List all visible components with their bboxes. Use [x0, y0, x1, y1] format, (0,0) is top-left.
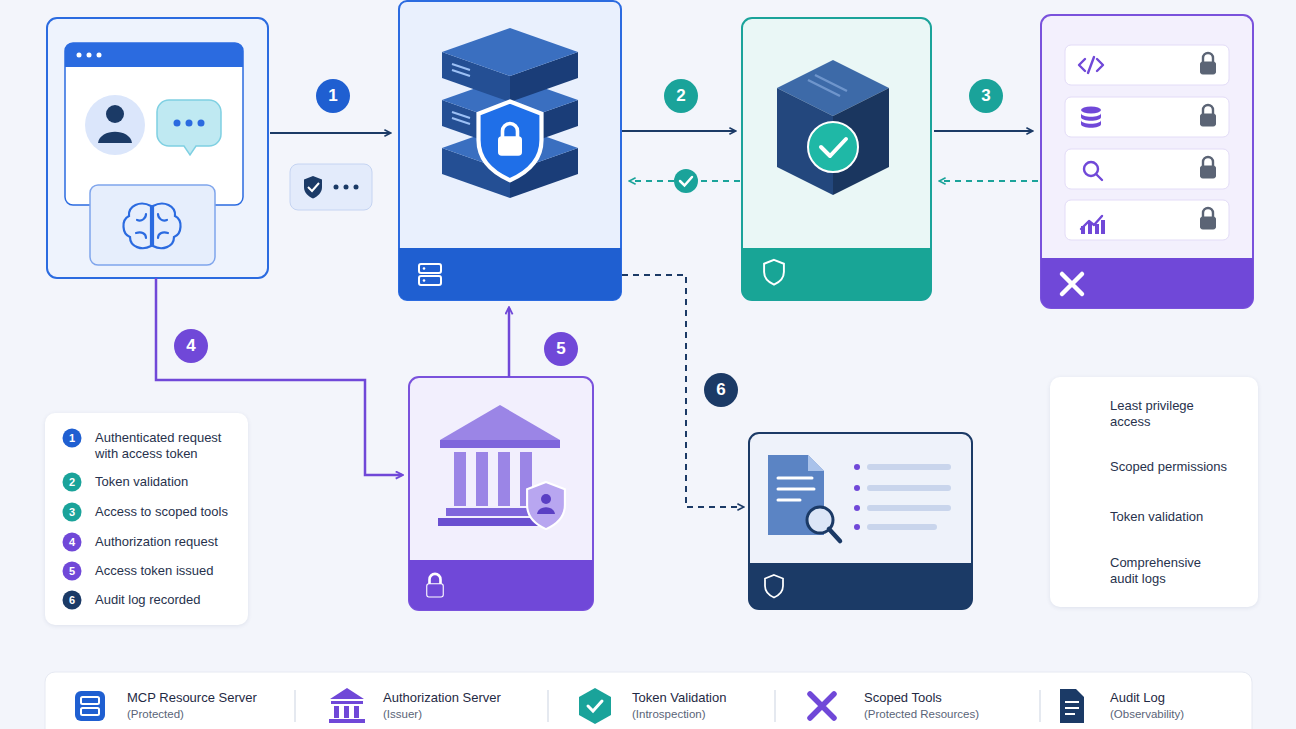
step-text: Authorization request [95, 534, 240, 550]
step-text: Authenticated request with access token [95, 430, 239, 462]
legend-text: Scoped Tools (Protected Resources) [864, 690, 979, 720]
callout-number: 2 [63, 473, 82, 492]
flow-arrows [156, 131, 1038, 507]
legend-text: Audit Log (Observability) [1110, 690, 1184, 720]
legend-bar [45, 672, 1252, 729]
client-app [47, 18, 268, 278]
audit-log [749, 433, 972, 609]
feature-panel: Least privilege accessScoped permissions… [1050, 377, 1258, 607]
token-badge [290, 164, 372, 210]
feature-text: Comprehensive audit logs [1110, 555, 1225, 587]
legend-text: Token Validation (Introspection) [632, 690, 726, 720]
callout-number: 6 [704, 373, 738, 407]
step-text: Token validation [95, 474, 240, 490]
mcp-resource-server [399, 1, 621, 300]
legend-text: MCP Resource Server (Protected) [127, 690, 257, 720]
legend-entry: Token Validation (Introspection) [632, 690, 752, 722]
scoped-tools [1041, 15, 1253, 308]
step-text: Audit log recorded [95, 592, 240, 608]
callout-number: 4 [63, 533, 82, 552]
legend-text: Authorization Server (Issuer) [383, 690, 501, 720]
feature-text: Token validation [1110, 509, 1250, 525]
legend-entry: Audit Log (Observability) [1110, 690, 1220, 722]
step-text: Access token issued [95, 563, 240, 579]
callout-number: 1 [316, 79, 350, 113]
callout-number: 5 [63, 562, 82, 581]
authorization-server [409, 377, 593, 610]
callout-number: 3 [969, 79, 1003, 113]
callout-number: 3 [63, 503, 82, 522]
callout-number: 6 [63, 591, 82, 610]
feature-text: Scoped permissions [1110, 459, 1250, 475]
legend-entry: Scoped Tools (Protected Resources) [864, 690, 1004, 722]
legend-entry: MCP Resource Server (Protected) [127, 690, 267, 722]
feature-text: Least privilege access [1110, 398, 1225, 430]
token-validation [742, 18, 931, 300]
callout-number: 5 [544, 332, 578, 366]
callout-number: 1 [63, 429, 82, 448]
legend-entry: Authorization Server (Issuer) [383, 690, 523, 722]
callout-number: 2 [664, 79, 698, 113]
step-text: Access to scoped tools [95, 504, 240, 520]
callout-number: 4 [174, 329, 208, 363]
